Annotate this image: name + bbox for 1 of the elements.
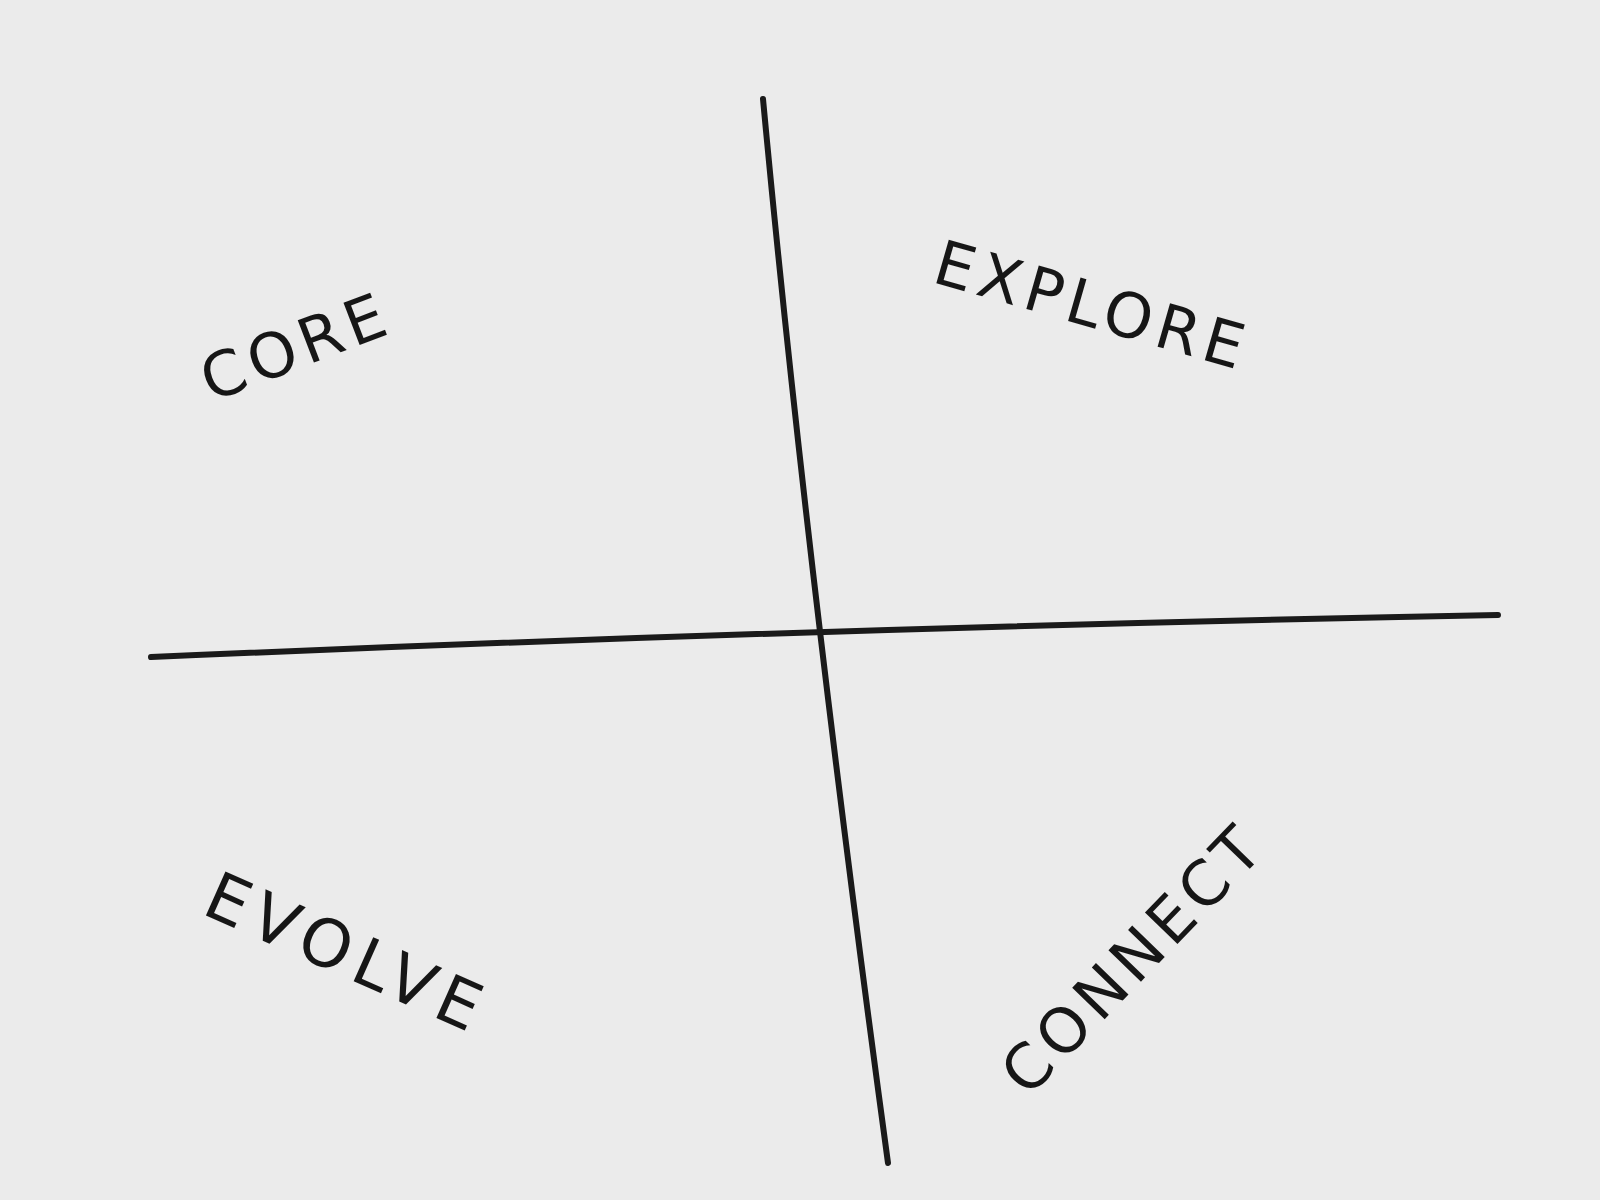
- quadrant-label: CORE: [192, 282, 400, 412]
